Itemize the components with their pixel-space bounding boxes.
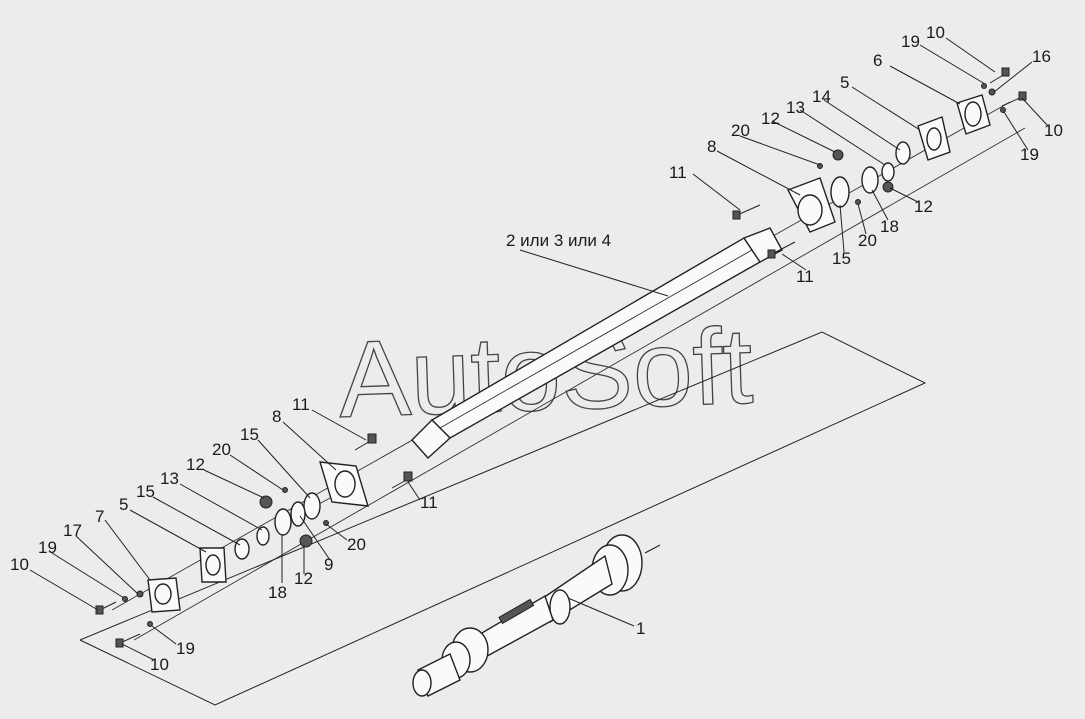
left-washer-20b: [323, 520, 329, 526]
label-lf-19b: 19: [176, 639, 195, 658]
label-lf-20b: 20: [347, 535, 366, 554]
label-rt-12b: 12: [914, 197, 933, 216]
left-nut-12a: [259, 495, 273, 509]
right-nut-12a: [832, 149, 844, 161]
right-flange-8: [787, 177, 836, 233]
label-rt-10b: 10: [1044, 121, 1063, 140]
label-lf-17: 17: [63, 521, 82, 540]
label-lf-11a: 11: [292, 395, 310, 414]
right-flange-6: [956, 94, 991, 135]
label-shaft: 2 или 3 или 4: [506, 231, 611, 250]
label-rt-19b: 19: [1020, 145, 1039, 164]
right-bolt-10a: [989, 67, 1010, 84]
left-bolt-10a: [95, 601, 117, 615]
label-rt-20b: 20: [858, 231, 877, 250]
label-rt-15: 15: [832, 249, 851, 268]
label-rt-20a: 20: [731, 121, 750, 140]
left-flange-5: [199, 547, 227, 583]
right-flange-5: [917, 116, 951, 161]
right-washer-20b: [855, 199, 861, 205]
cardan-group-outline: [79, 331, 927, 706]
label-lf-11b: 11: [420, 493, 438, 512]
left-bolt-11a: [354, 433, 377, 451]
label-rt-12a: 12: [761, 109, 780, 128]
label-lf-13: 13: [160, 469, 179, 488]
label-lf-15b: 15: [136, 482, 155, 501]
right-bolt-11b: [767, 241, 796, 259]
leader-lines: [29, 37, 1049, 661]
right-washer-19a: [981, 83, 987, 89]
label-rt-18: 18: [880, 217, 899, 236]
label-lf-12a: 12: [186, 455, 205, 474]
label-lf-5: 5: [119, 495, 128, 514]
left-bolt-10b: [115, 633, 141, 648]
left-ring-9: [290, 501, 306, 527]
right-bolt-11a: [732, 204, 761, 220]
left-ring-15b: [234, 538, 250, 560]
label-lf-12b: 12: [294, 569, 313, 588]
label-rt-14: 14: [812, 87, 831, 106]
right-washer-19b: [1000, 107, 1006, 113]
label-lf-7: 7: [95, 507, 104, 526]
label-lf-9: 9: [324, 555, 333, 574]
label-rt-5: 5: [840, 73, 849, 92]
right-ring-14: [895, 141, 911, 165]
right-bolt-10b: [1001, 91, 1027, 107]
label-lf-20a: 20: [212, 440, 231, 459]
label-rt-19a: 19: [901, 32, 920, 51]
right-ring-18: [861, 166, 879, 194]
label-rt-10a: 10: [926, 23, 945, 42]
left-ring-13: [256, 526, 270, 546]
label-rt-11b: 11: [796, 267, 814, 286]
label-lf-10b: 10: [150, 655, 169, 674]
left-washer-19b: [147, 621, 153, 627]
right-seal-15: [830, 176, 850, 208]
label-rt-8: 8: [707, 137, 716, 156]
left-flange-8: [319, 461, 369, 507]
right-nut-12b: [882, 181, 894, 193]
label-lf-18: 18: [268, 583, 287, 602]
left-nut-12b: [299, 534, 313, 548]
label-rt-13: 13: [786, 98, 805, 117]
left-washer-20a: [282, 487, 288, 493]
left-fitting-17: [136, 590, 144, 598]
right-ring-13: [881, 162, 895, 182]
label-lf-8: 8: [272, 407, 281, 426]
part-labels: 2 или 3 или 4 10 19 16 6 10 19 5 14 13 1…: [10, 23, 1063, 674]
cardan-shaft: [412, 534, 661, 697]
left-flange-7: [147, 577, 181, 613]
left-bolt-11b: [391, 471, 413, 489]
left-seal-15: [303, 492, 321, 520]
label-lf-15a: 15: [240, 425, 259, 444]
label-rt-11a: 11: [669, 163, 687, 182]
label-cardan: 1: [636, 619, 645, 638]
right-fitting-16: [988, 88, 996, 96]
drive-shaft: [411, 227, 783, 459]
left-ring-18: [274, 508, 292, 536]
label-lf-19a: 19: [38, 538, 57, 557]
label-lf-10a: 10: [10, 555, 29, 574]
label-rt-16: 16: [1032, 47, 1051, 66]
label-rt-6: 6: [873, 51, 882, 70]
